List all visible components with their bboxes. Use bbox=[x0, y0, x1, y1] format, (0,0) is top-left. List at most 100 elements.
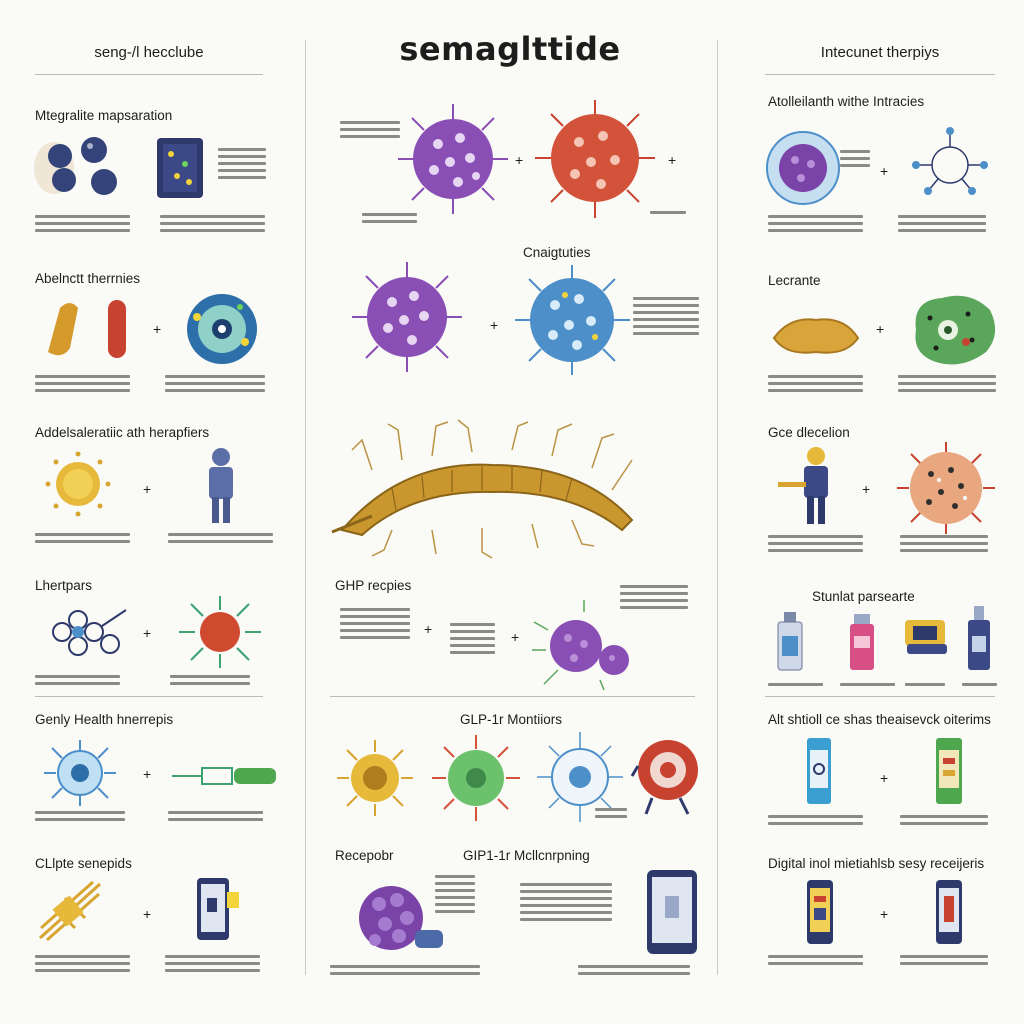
plus-icon: + bbox=[880, 770, 889, 786]
caption-lines bbox=[768, 212, 863, 236]
purple-virus-icon bbox=[352, 262, 462, 372]
orange-virus-icon bbox=[897, 442, 995, 534]
caption-lines bbox=[330, 962, 480, 979]
plus-icon: + bbox=[143, 481, 152, 497]
caption-lines bbox=[340, 118, 400, 142]
section-title: Mtegralite mapsaration bbox=[35, 108, 173, 123]
blue-globe-cell-icon bbox=[766, 131, 840, 205]
caption-lines bbox=[35, 808, 125, 825]
caption-lines bbox=[633, 294, 699, 339]
plus-icon: + bbox=[862, 481, 871, 497]
phone-device-icon bbox=[197, 878, 239, 940]
caption-lines bbox=[435, 872, 475, 917]
blue-cartridge-icon bbox=[807, 738, 831, 804]
section-title: Lhertpars bbox=[35, 578, 93, 593]
caption-lines bbox=[35, 672, 120, 689]
plus-icon: + bbox=[490, 317, 499, 333]
plus-icon: + bbox=[668, 152, 677, 168]
section-title: Alt shtioll ce shas theaisevck oiterims bbox=[768, 712, 991, 727]
caption-lines bbox=[35, 212, 130, 236]
section-title: Lecrante bbox=[768, 273, 821, 288]
blue-cell-icon bbox=[44, 740, 116, 806]
plus-icon: + bbox=[876, 321, 885, 337]
caption-lines bbox=[768, 812, 863, 829]
page-title: semaglttide bbox=[399, 30, 621, 68]
phone-red-icon bbox=[936, 880, 962, 944]
plus-icon: + bbox=[153, 321, 162, 337]
purple-blob-icon bbox=[359, 886, 443, 950]
molecule-nodes-icon bbox=[912, 127, 988, 195]
device-panel-icon bbox=[157, 138, 203, 198]
caption-lines bbox=[578, 962, 690, 979]
caption-lines bbox=[160, 212, 265, 236]
plus-icon: + bbox=[515, 152, 524, 168]
caption-lines bbox=[340, 605, 410, 643]
caption-lines bbox=[520, 880, 612, 925]
section-title: CLlpte senepids bbox=[35, 856, 132, 871]
virus-red-icon bbox=[179, 596, 261, 668]
caption-lines bbox=[898, 212, 986, 236]
plus-icon: + bbox=[511, 629, 520, 645]
molecule-spheres-icon bbox=[34, 137, 117, 195]
section-title: Gce dlecelion bbox=[768, 425, 850, 440]
caption-lines bbox=[898, 372, 996, 396]
caption-lines bbox=[620, 582, 688, 613]
caption-lines bbox=[595, 805, 627, 822]
caption-lines bbox=[768, 532, 863, 556]
protein-strand-icon bbox=[38, 880, 102, 942]
caption-lines bbox=[35, 372, 130, 396]
green-cartridge-icon bbox=[936, 738, 962, 804]
caption-lines bbox=[840, 680, 895, 690]
plus-icon: + bbox=[424, 621, 433, 637]
left-column-title: seng-/l hecclube bbox=[94, 44, 204, 61]
caption-lines bbox=[650, 208, 686, 218]
purple-virus-icon bbox=[398, 104, 508, 214]
caption-lines bbox=[168, 808, 263, 825]
red-receptor-icon bbox=[630, 740, 698, 815]
caption-lines bbox=[840, 147, 870, 171]
pale-blue-cell-icon bbox=[537, 732, 623, 822]
person-icon bbox=[209, 448, 233, 523]
blue-virus-icon bbox=[515, 265, 630, 375]
gold-virus-icon bbox=[337, 740, 413, 816]
right-title-rule bbox=[765, 74, 995, 75]
person-injector-icon bbox=[778, 447, 828, 524]
caption-lines bbox=[768, 680, 823, 690]
caption-lines bbox=[35, 952, 130, 976]
syringe-icon bbox=[172, 767, 276, 785]
right-lower-rule bbox=[765, 696, 995, 697]
divider-right bbox=[717, 40, 718, 975]
section-title: Cnaigtuties bbox=[523, 245, 591, 260]
tablet-device-icon bbox=[647, 870, 697, 954]
caption-lines bbox=[170, 672, 250, 689]
section-title: Addelsaleratiic ath herapfiers bbox=[35, 425, 210, 440]
purple-cluster-icon bbox=[532, 600, 629, 691]
red-virus-icon bbox=[535, 100, 655, 218]
plus-icon: + bbox=[143, 766, 152, 782]
center-lower-rule bbox=[330, 696, 695, 697]
caption-lines bbox=[450, 620, 495, 658]
section-title: Atolleilanth withe Intracies bbox=[768, 94, 925, 109]
phone-gold-icon bbox=[807, 880, 833, 944]
vial-blue-icon bbox=[777, 612, 803, 671]
caption-lines bbox=[168, 530, 273, 547]
molecule-network-icon bbox=[52, 609, 127, 656]
caption-lines bbox=[900, 812, 988, 829]
right-column-title: Intecunet therpiys bbox=[820, 44, 940, 61]
caption-lines bbox=[165, 372, 265, 396]
caption-lines bbox=[900, 532, 988, 556]
green-virus-icon bbox=[432, 735, 520, 821]
caption-lines bbox=[35, 530, 130, 547]
green-cell-icon bbox=[915, 295, 996, 365]
left-title-rule bbox=[35, 74, 263, 75]
caption-lines bbox=[905, 680, 945, 690]
vial-dark-icon bbox=[968, 606, 990, 670]
capsule-icon bbox=[48, 300, 126, 358]
caption-lines bbox=[768, 952, 863, 969]
caption-lines bbox=[900, 952, 988, 969]
caption-lines bbox=[962, 680, 997, 690]
divider-left bbox=[305, 40, 306, 975]
left-lower-rule bbox=[35, 696, 263, 697]
sun-cell-icon bbox=[45, 451, 111, 517]
section-title: Abelnctt therrnies bbox=[35, 271, 141, 286]
